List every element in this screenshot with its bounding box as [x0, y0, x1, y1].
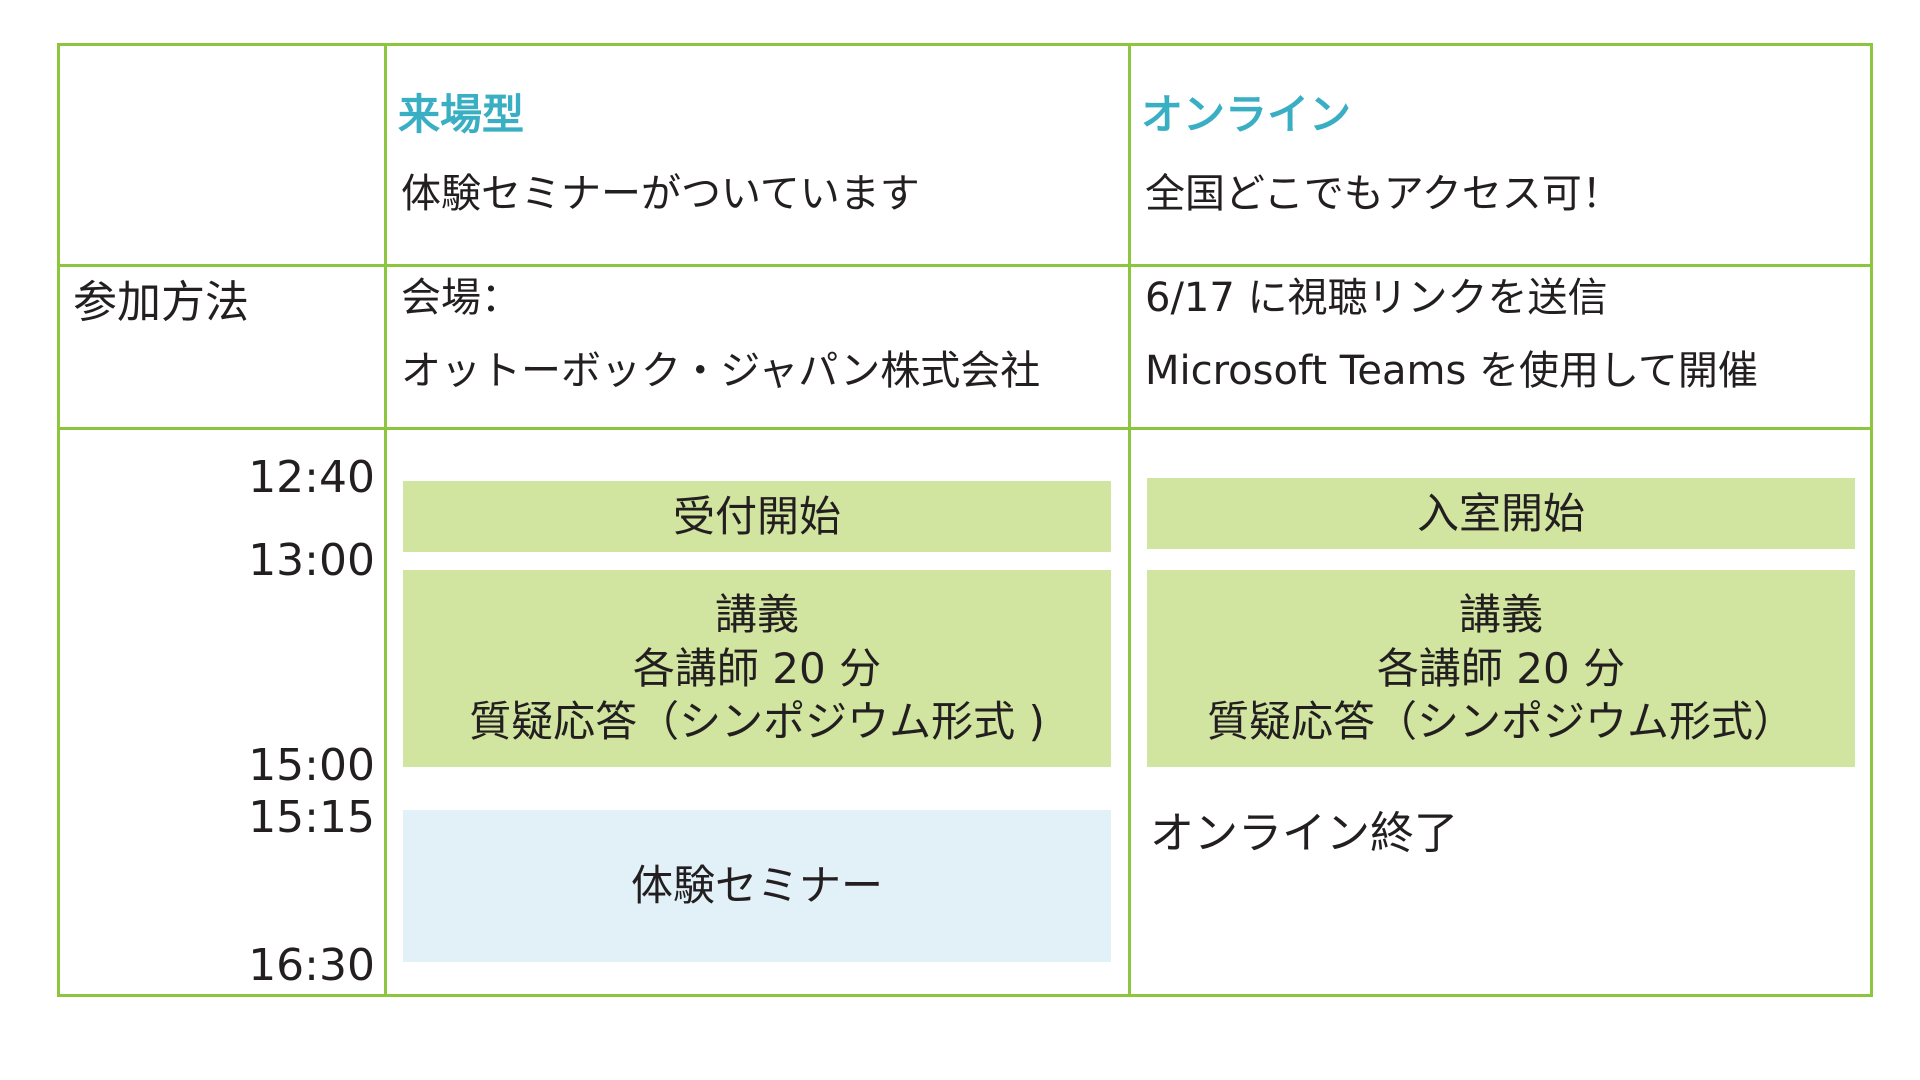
online-entry-block: 入室開始	[1147, 478, 1855, 549]
online-heading: オンライン	[1141, 90, 1352, 139]
online-lecture-duration: 各講師 20 分	[1376, 643, 1626, 693]
venue-location-label: 会場：	[401, 275, 521, 321]
venue-reception-block: 受付開始	[403, 481, 1111, 552]
online-lecture-title: 講義	[1458, 589, 1543, 639]
online-end-label: オンライン終了	[1150, 808, 1458, 859]
online-subtitle: 全国どこでもアクセス可！	[1145, 171, 1622, 217]
row-divider-1	[57, 264, 1873, 267]
column-divider-2	[1128, 43, 1131, 997]
row-divider-2	[57, 427, 1873, 430]
venue-seminar-block: 体験セミナー	[403, 810, 1111, 962]
venue-heading: 来場型	[398, 90, 525, 139]
time-label: 15:15	[248, 792, 375, 843]
venue-subtitle: 体験セミナーがついています	[401, 171, 920, 217]
venue-lecture-block: 講義 各講師 20 分 質疑応答（シンポジウム形式 )	[403, 570, 1111, 767]
venue-reception-label: 受付開始	[672, 491, 841, 541]
online-link-info: 6/17 に視聴リンクを送信	[1145, 275, 1608, 321]
column-divider-1	[384, 43, 387, 997]
online-entry-label: 入室開始	[1416, 488, 1585, 538]
venue-seminar-label: 体験セミナー	[630, 861, 883, 911]
method-label: 参加方法	[73, 277, 249, 328]
venue-lecture-duration: 各講師 20 分	[632, 643, 882, 693]
time-label: 16:30	[248, 940, 375, 991]
online-lecture-block: 講義 各講師 20 分 質疑応答（シンポジウム形式）	[1147, 570, 1855, 767]
venue-lecture-qa: 質疑応答（シンポジウム形式 )	[469, 697, 1045, 747]
time-label: 13:00	[248, 535, 375, 586]
schedule-table	[57, 43, 1873, 997]
venue-location-name: オットーボック・ジャパン株式会社	[401, 348, 1041, 394]
venue-lecture-title: 講義	[714, 589, 799, 639]
online-lecture-qa: 質疑応答（シンポジウム形式）	[1206, 697, 1795, 747]
time-label: 15:00	[248, 740, 375, 791]
online-platform-info: Microsoft Teams を使用して開催	[1145, 348, 1758, 394]
time-label: 12:40	[248, 452, 375, 503]
